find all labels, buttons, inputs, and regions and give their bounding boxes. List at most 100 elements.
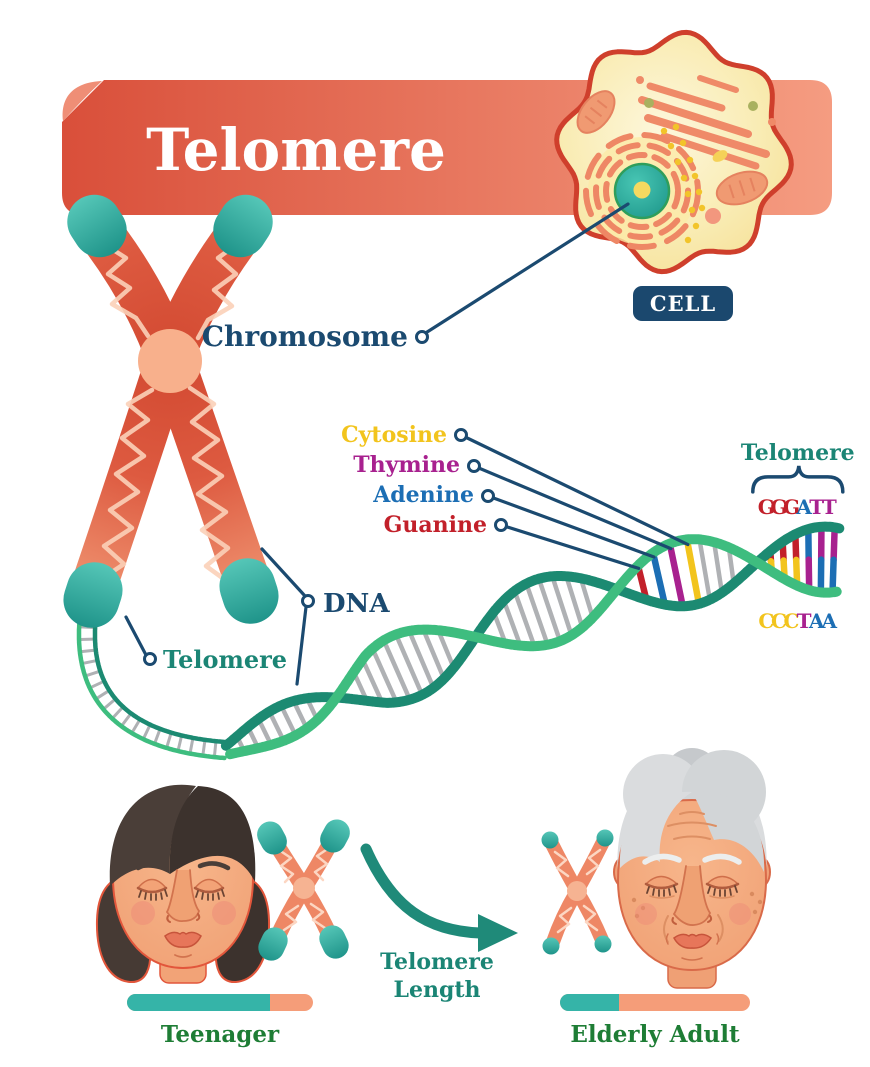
chin-line [174,954,192,958]
helix-strand-dark [220,521,845,751]
telomere-cap [67,194,127,258]
base-leader-line [499,523,641,571]
hair [109,784,196,886]
highlighted-base-rung [635,565,649,601]
dna-ladder-rung [103,698,116,710]
dna-ladder-rung [81,659,98,665]
centromere [567,881,587,901]
dna-ladder-rung [176,735,183,752]
dna-ladder-rung [153,728,162,744]
helix-rung [257,718,273,745]
hair-front [692,791,765,872]
organelle-dot [644,98,654,108]
highlighted-base-rung [667,545,685,605]
ribosome-dots [660,123,706,244]
telomere-cap [258,927,288,961]
arrow-label-line2: Length [393,977,480,1003]
helix-rung [268,711,285,741]
telomere-rung-top [792,535,800,564]
base-label-thymine: Thymine [353,452,460,478]
highlighted-base-rung [650,553,668,604]
dna-ladder-rung [95,689,110,700]
dna-ladder-rung [131,719,141,734]
forehead-wrinkles [667,811,717,840]
helix-rung [712,544,724,591]
helix-rung [551,579,573,633]
teenager-telomere-bar-fill [261,994,270,1011]
telomere-cap [320,819,350,853]
mitochondrion [576,90,616,134]
dna-ladder-rung [79,648,96,654]
leader-dot [467,459,481,473]
helix-rung [492,612,507,643]
base-labels: Cytosine Thymine Adenine Guanine [341,422,508,538]
telomere-bar-fills [127,994,619,1011]
dna-ladder-rung [188,737,195,754]
page-title: Telomere [146,116,446,184]
helix-rung [383,643,410,697]
leader-dot [143,652,157,666]
nostrils [671,915,713,925]
base-letter: T [822,495,837,519]
arrow-label-line1: Telomere [380,949,494,975]
helix-rung [727,548,736,583]
golgi-vesicle [636,76,644,84]
dna-helix [76,521,845,761]
base-label-guanine: Guanine [384,512,487,538]
helix-rung [503,602,522,644]
base-letter: T [809,495,824,519]
telomere-rung-bottom [792,556,801,585]
leader-line [124,615,148,657]
base-letter: C [758,609,774,633]
chromosome-band [97,387,155,583]
helix-rung [437,631,455,667]
base-letter: A [795,495,812,519]
base-letter: C [771,609,787,633]
blush [131,901,155,925]
nostrils [166,913,201,923]
base-letter: G [758,495,775,519]
dna-ladder-strand [76,612,227,761]
telomere-helix-label: Telomere [741,440,855,466]
elderly-chromosome [541,829,614,955]
telomere-cap [213,194,273,258]
helix-rung [526,586,548,642]
telomere-cap [319,925,349,959]
leader-line [422,202,630,336]
teenager-figure [95,784,271,984]
telomere-sequence-annotation: Telomere G G G A T T C C C T A A [741,440,855,633]
helix-rung [698,542,712,597]
mouth-wrinkles [665,933,720,961]
dna-ladder-strand [92,614,228,745]
helix-rung [396,637,423,692]
eyebrows [642,853,742,865]
telomere-rung-top [830,529,838,564]
closed-eye [705,875,740,899]
lips [164,931,202,948]
hair [169,786,256,882]
centromere [138,329,202,393]
leader-line [295,605,308,686]
nose [165,869,200,922]
telomere-length-arrow [360,843,518,952]
base-letter: G [770,495,787,519]
dna-ladder-rung [142,724,151,740]
dna-label: DNA [323,589,390,619]
chromosome-label: Chromosome [202,320,408,353]
helix-strand-light [225,534,842,760]
helix-rung [362,661,383,701]
telomere-cap [541,831,559,849]
organelle-dot [748,101,758,111]
telomere-cap [257,821,287,855]
helix-rung [246,726,260,749]
elderly-telomere-bar-fill [560,994,619,1011]
leader-dot [415,330,429,344]
mitochondrion [715,170,769,206]
chromosome-illustration [63,194,279,628]
base-leader-line [472,464,673,551]
blush [729,903,751,925]
cell-illustration: CELL [554,29,794,321]
base-letter: A [808,609,825,633]
cell-badge [633,286,733,321]
